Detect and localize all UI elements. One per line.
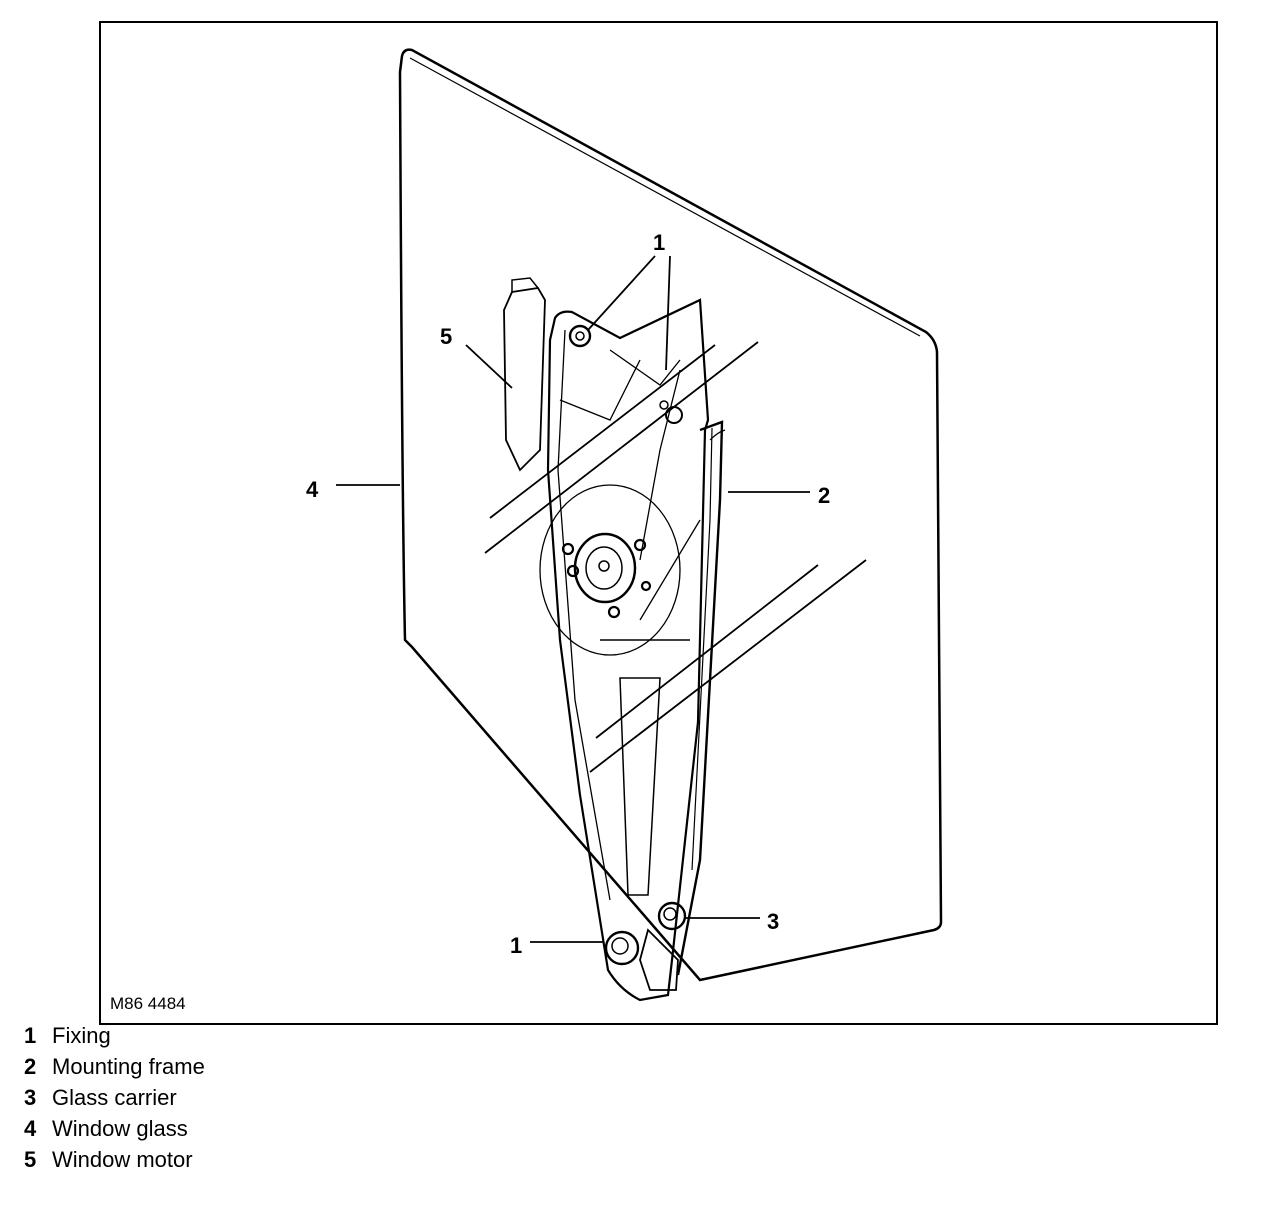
legend-number: 2 [24,1054,37,1079]
legend-label: Window glass [52,1116,188,1141]
figure-border [99,21,1218,1025]
leader-lines [336,255,810,943]
callout-5: 5 [440,324,452,349]
legend-label: Glass carrier [52,1085,177,1110]
legend-number: 3 [24,1085,37,1110]
callout-4: 4 [306,477,319,502]
break-lines [484,341,867,773]
window-glass [398,48,943,982]
legend-item-3: 3 Glass carrier [24,1082,205,1113]
legend-label: Fixing [52,1023,111,1048]
figure-code: M86 4484 [110,994,186,1013]
legend-number: 4 [24,1116,37,1141]
callout-1-top: 1 [653,230,665,255]
legend-label: Mounting frame [52,1054,205,1079]
legend-item-2: 2 Mounting frame [24,1051,205,1082]
legend-number: 5 [24,1147,37,1172]
mounting-frame [503,277,726,1002]
callout-2: 2 [818,483,830,508]
legend-number: 1 [24,1023,37,1048]
legend: 1 Fixing 2 Mounting frame 3 Glass carrier 4… [24,1020,205,1175]
legend-label: Window motor [52,1147,193,1172]
legend-item-5: 5 Window motor [24,1144,205,1175]
callout-1-bottom: 1 [510,933,522,958]
legend-item-1: 1 Fixing [24,1020,205,1051]
legend-item-4: 4 Window glass [24,1113,205,1144]
callout-3: 3 [767,909,779,934]
